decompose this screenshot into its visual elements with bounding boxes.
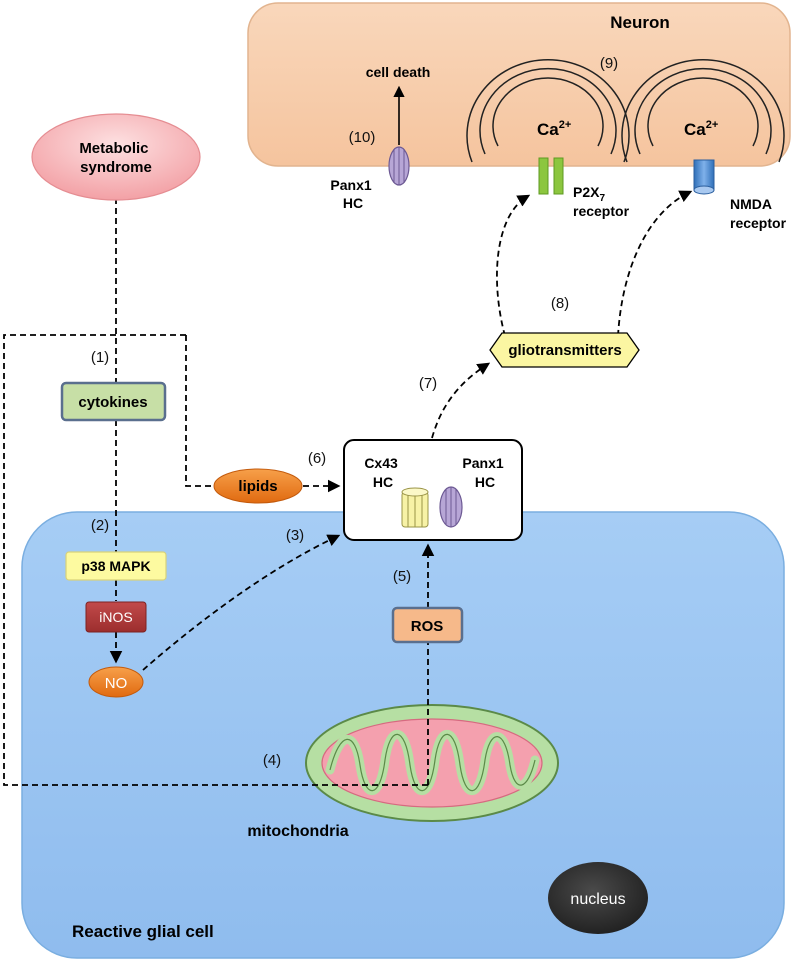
pathway-arrows [3, 190, 693, 786]
lipids-node [213, 468, 303, 504]
inos-label: iNOS [99, 609, 132, 625]
p38-mapk-label: p38 MAPK [81, 558, 150, 574]
step-5-label: (5) [393, 568, 411, 585]
box-panx1-hemichannel-icon [439, 486, 463, 528]
gliotransmitters-node [489, 332, 640, 368]
step-6-label: (6) [308, 450, 326, 467]
no-node [88, 666, 144, 698]
neuron-panx1-channel-icon [388, 146, 410, 186]
glial-cell-title: Reactive glial cell [72, 922, 214, 941]
cx43-hemichannel-icon [401, 487, 429, 528]
no-label: NO [105, 675, 128, 692]
nucleus [548, 862, 648, 934]
neuron-title: Neuron [610, 13, 670, 32]
inos-node [85, 601, 147, 633]
step-1-label: (1) [91, 349, 109, 366]
metabolic-syndrome-node [31, 113, 201, 201]
ros-node [391, 606, 464, 644]
mitochondria-label: mitochondria [247, 823, 348, 840]
nmda-receptor-icon [693, 159, 715, 195]
metabolic-syndrome-label: Metabolic syndrome [79, 140, 152, 176]
p2x7-label: P2X7 receptor [573, 184, 630, 219]
hemichannel-box [343, 439, 523, 541]
cell-death-label: cell death [366, 64, 431, 80]
lipids-label: lipids [238, 478, 277, 495]
calcium-waves-left [466, 58, 630, 163]
cytokines-node [60, 381, 167, 422]
p2x7-receptor-icon [538, 157, 564, 195]
step-3-label: (3) [286, 527, 304, 544]
calcium-label-left: Ca2+ [537, 119, 571, 139]
calcium-label-right: Ca2+ [684, 119, 718, 139]
mitochondria-icon [305, 704, 559, 822]
p38-mapk-node [65, 551, 167, 581]
nmda-label: NMDA receptor [730, 196, 787, 231]
gliotransmitters-label: gliotransmitters [508, 342, 621, 359]
cytokines-label: cytokines [78, 394, 147, 411]
step-7-label: (7) [419, 375, 437, 392]
box-panx1-label: Panx1 HC [462, 455, 507, 490]
step-9-label: (9) [600, 55, 618, 72]
cx43-label: Cx43 HC [364, 455, 401, 490]
step-4-label: (4) [263, 752, 281, 769]
nucleus-label: nucleus [570, 891, 625, 908]
step-2-label: (2) [91, 517, 109, 534]
step-10-label: (10) [349, 129, 376, 146]
calcium-waves-right [621, 58, 785, 163]
ros-label: ROS [411, 618, 444, 635]
step-8-label: (8) [551, 295, 569, 312]
neuron-panx1-label: Panx1 HC [330, 177, 375, 211]
